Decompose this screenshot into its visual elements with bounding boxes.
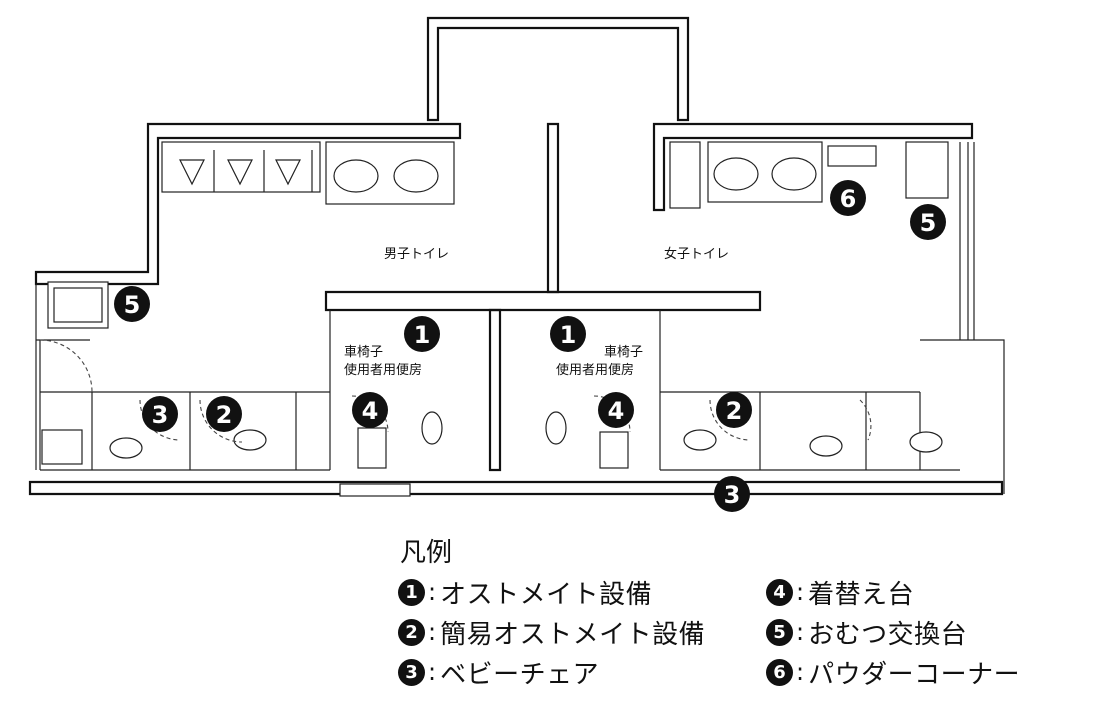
legend-item: 3:ベビーチェア (398, 654, 766, 690)
legend-text: 着替え台 (808, 579, 915, 610)
marker-ostomate-left: 1 (404, 316, 440, 352)
marker-powder-corner: 6 (830, 180, 866, 216)
legend-text: ベビーチェア (440, 659, 600, 690)
mens-fixtures (161, 141, 455, 205)
legend-number: 3 (398, 658, 425, 686)
legend-title: 凡例 (400, 538, 453, 568)
legend-number: 2 (398, 618, 425, 646)
legend-number: 4 (766, 578, 793, 606)
legend-text: パウダーコーナー (808, 659, 1021, 690)
svg-text:2: 2 (216, 401, 233, 429)
diaper-station-left (47, 281, 109, 329)
marker-diaper-left: 5 (114, 286, 150, 322)
legend-text: オストメイト設備 (440, 579, 653, 610)
legend-grid: 1:オストメイト設備 4:着替え台 2:簡易オストメイト設備 5:おむつ交換台 … (398, 574, 1088, 690)
svg-text:3: 3 (152, 401, 169, 429)
marker-simple-ostomate-left: 2 (206, 396, 242, 432)
legend: 凡例 1:オストメイト設備 4:着替え台 2:簡易オストメイト設備 5:おむつ交… (398, 538, 1088, 690)
marker-baby-chair-left: 3 (142, 396, 178, 432)
svg-text:5: 5 (920, 209, 937, 237)
wheelchair-label-right-line1: 車椅子 (604, 345, 643, 360)
legend-item: 5:おむつ交換台 (766, 614, 1086, 650)
legend-number: 6 (766, 658, 793, 686)
svg-text:5: 5 (124, 291, 141, 319)
svg-text:3: 3 (724, 481, 741, 509)
marker-ostomate-right: 1 (550, 316, 586, 352)
legend-number: 1 (398, 578, 425, 606)
marker-baby-chair-bottom: 3 (714, 476, 750, 512)
womens-room-label: 女子トイレ (664, 246, 729, 262)
svg-text:1: 1 (414, 321, 431, 349)
svg-text:4: 4 (608, 397, 625, 425)
marker-changing-table-left: 4 (352, 392, 388, 428)
wheelchair-label-right-line2: 使用者用便房 (556, 362, 634, 378)
womens-fixtures (669, 141, 949, 209)
svg-text:6: 6 (840, 185, 857, 213)
marker-simple-ostomate-right: 2 (716, 392, 752, 428)
svg-text:2: 2 (726, 397, 743, 425)
legend-number: 5 (766, 618, 793, 646)
walls (28, 16, 1005, 496)
marker-diaper-right: 5 (910, 204, 946, 240)
marker-changing-table-right: 4 (598, 392, 634, 428)
legend-item: 2:簡易オストメイト設備 (398, 614, 766, 650)
legend-item: 1:オストメイト設備 (398, 574, 766, 610)
legend-item: 6:パウダーコーナー (766, 654, 1086, 690)
legend-text: 簡易オストメイト設備 (440, 619, 706, 650)
wheelchair-label-left-line1: 車椅子 (344, 345, 383, 360)
svg-text:4: 4 (362, 397, 379, 425)
svg-text:1: 1 (560, 321, 577, 349)
legend-text: おむつ交換台 (808, 619, 968, 650)
wheelchair-label-left-line2: 使用者用便房 (344, 362, 422, 378)
toilets (41, 411, 943, 497)
legend-item: 4:着替え台 (766, 574, 1086, 610)
mens-room-label: 男子トイレ (384, 247, 449, 262)
